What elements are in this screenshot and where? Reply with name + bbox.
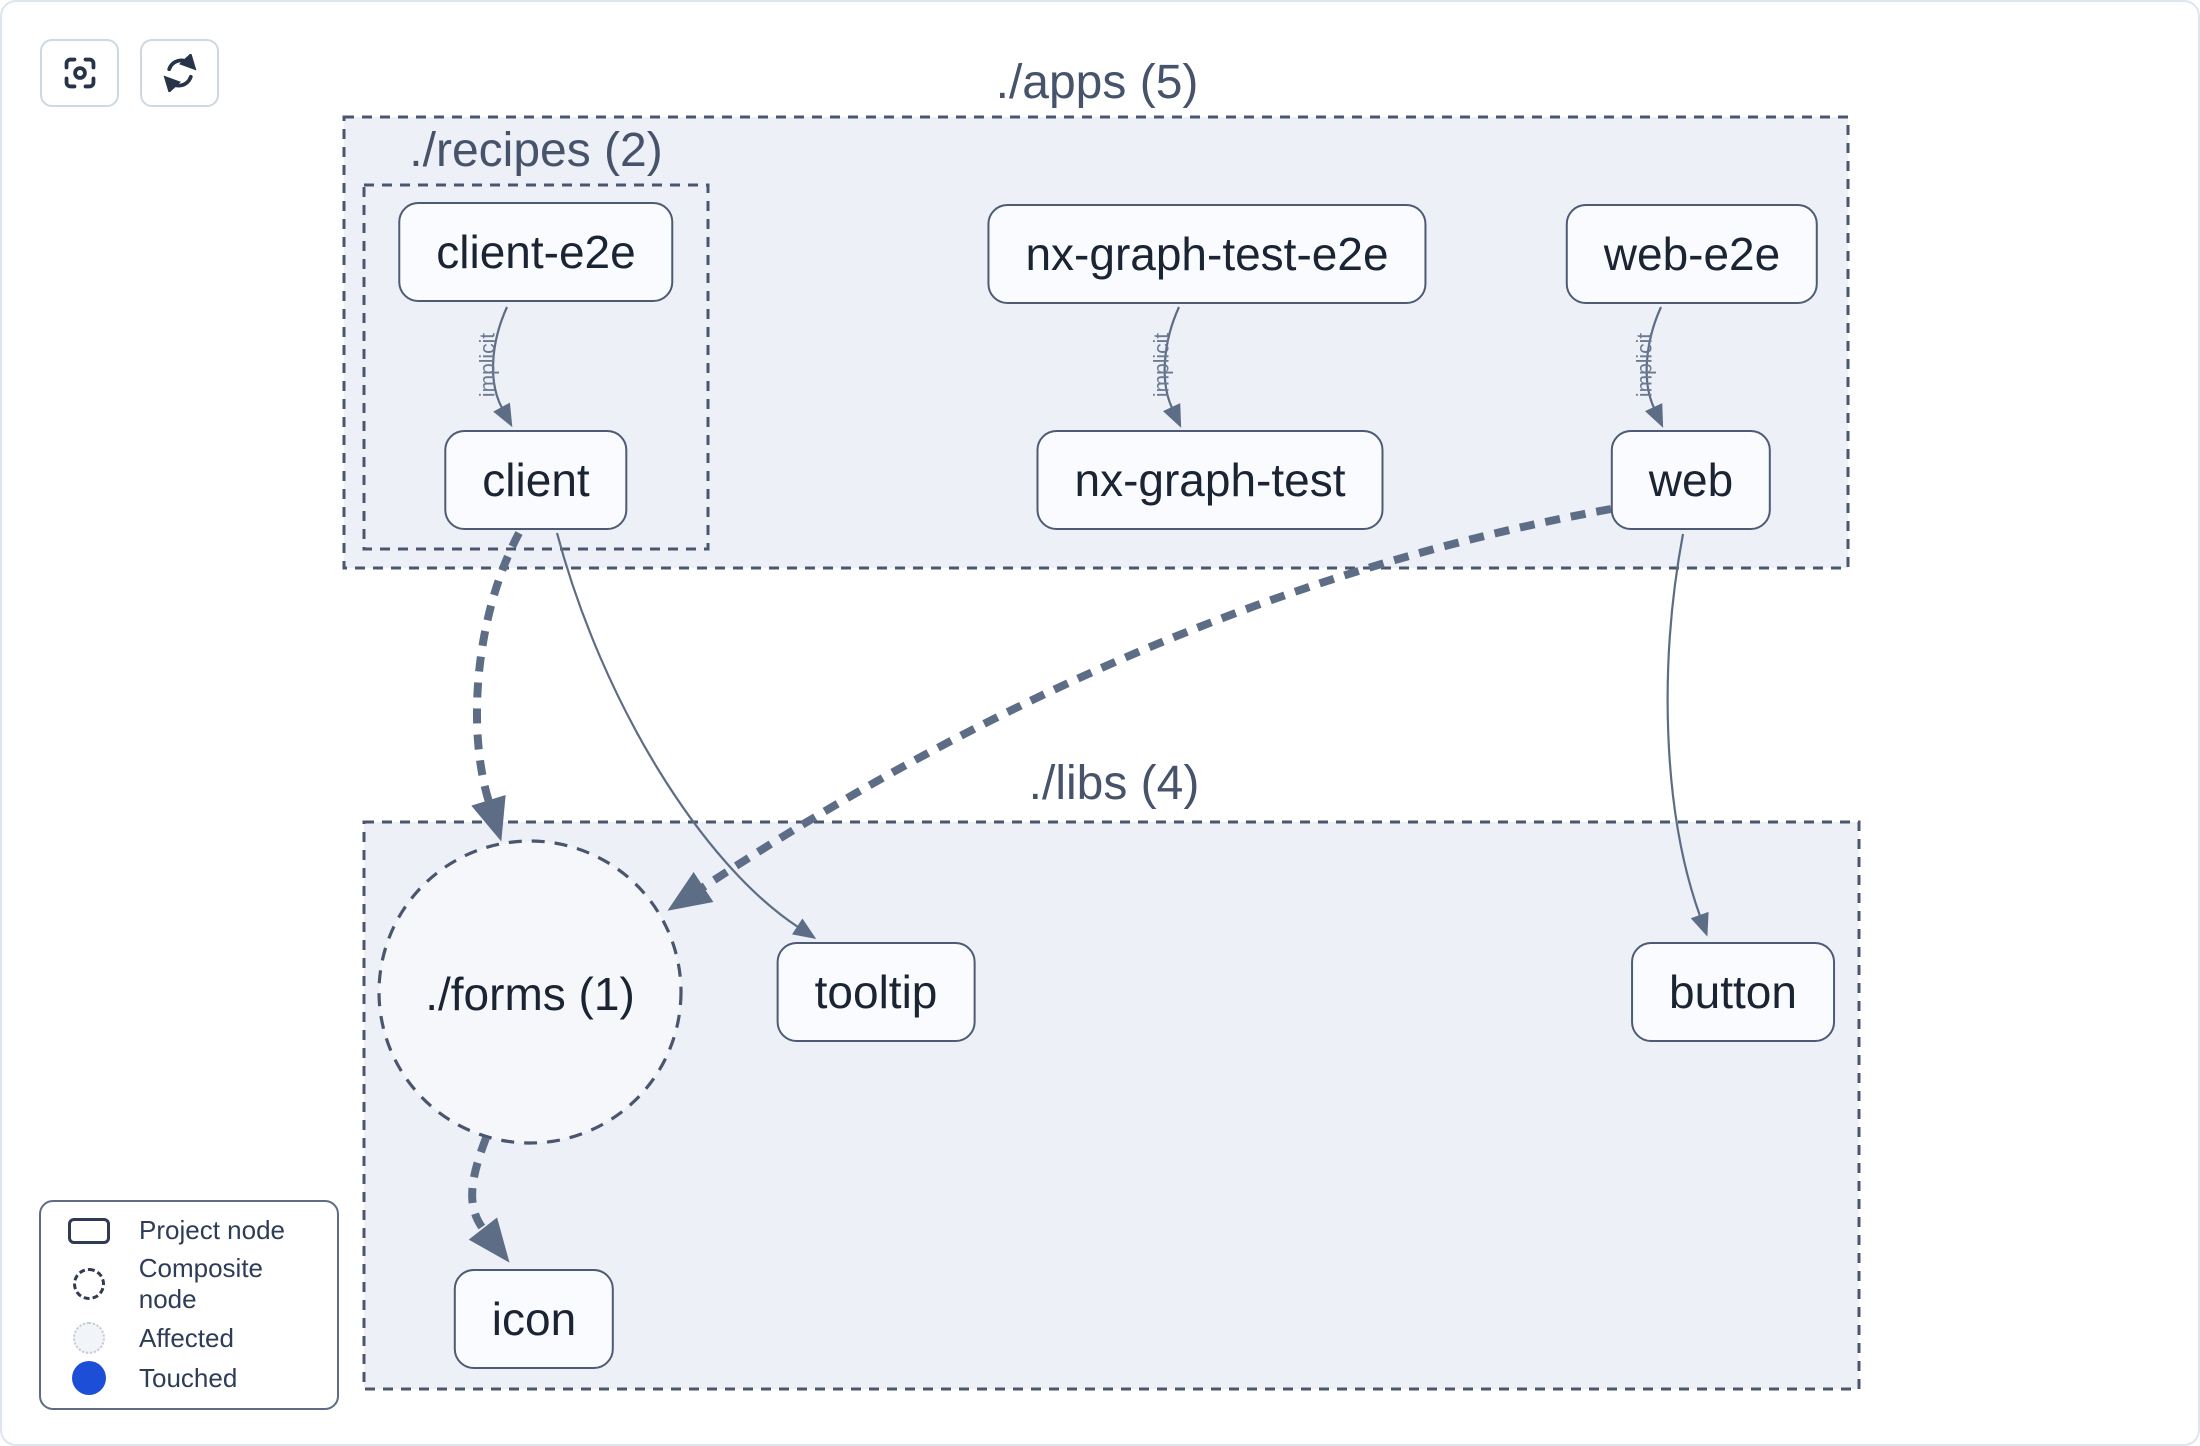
group-recipes-rect: [362, 183, 710, 551]
touched-swatch: [72, 1361, 106, 1395]
node-web-e2e[interactable]: web-e2e: [1565, 204, 1819, 304]
group-label-recipes: ./recipes (2): [409, 124, 663, 177]
edge-web-e2e-to-web: [1644, 306, 1664, 428]
node-button[interactable]: button: [1631, 942, 1835, 1042]
edge-client-to-forms: [471, 531, 523, 842]
composite-node-swatch: [72, 1268, 105, 1300]
node-web[interactable]: web: [1610, 430, 1772, 530]
toolbar: [40, 39, 219, 107]
node-client[interactable]: client: [444, 430, 628, 530]
edge-nx-graph-test-e2e-to-nx-graph-test: [1162, 306, 1182, 428]
legend-item-touched: Touched: [65, 1361, 327, 1395]
node-tooltip[interactable]: tooltip: [776, 942, 976, 1042]
legend-label: Composite node: [138, 1253, 264, 1314]
node-nx-graph-test[interactable]: nx-graph-test: [1036, 430, 1384, 530]
focus-button[interactable]: [40, 39, 119, 107]
project-node-swatch: [68, 1217, 110, 1244]
edge-forms-to-icon: [468, 1136, 510, 1263]
legend-item-affected: Affected: [65, 1322, 327, 1354]
edge-label-implicit: implicit: [477, 333, 500, 397]
refresh-icon: [163, 54, 196, 92]
node-nx-graph-test-e2e[interactable]: nx-graph-test-e2e: [987, 204, 1427, 304]
legend-label: Affected: [139, 1322, 234, 1353]
focus-icon: [64, 57, 95, 89]
legend-item-project-node: Project node: [65, 1215, 327, 1246]
legend-label: Project node: [139, 1215, 285, 1245]
legend: Project node Composite node Affected Tou…: [39, 1200, 339, 1410]
edge-client-e2e-to-client: [491, 306, 513, 428]
edge-web-to-button: [1666, 533, 1709, 937]
edge-client-to-tooltip: [555, 532, 817, 940]
composite-node-forms[interactable]: [377, 839, 683, 1145]
group-label-libs: ./libs (4): [1028, 757, 1200, 810]
node-icon[interactable]: icon: [453, 1269, 615, 1369]
composite-label-forms: ./forms (1): [425, 968, 635, 1020]
legend-item-composite-node: Composite node: [65, 1253, 327, 1315]
legend-label: Touched: [139, 1362, 238, 1393]
group-label-apps: ./apps (5): [995, 56, 1199, 109]
edge-label-implicit: implicit: [1634, 333, 1657, 397]
affected-swatch: [73, 1322, 105, 1354]
node-client-e2e[interactable]: client-e2e: [398, 202, 674, 302]
refresh-button[interactable]: [140, 39, 219, 107]
edge-label-implicit: implicit: [1151, 333, 1174, 397]
edge-web-to-forms: [667, 505, 1612, 911]
